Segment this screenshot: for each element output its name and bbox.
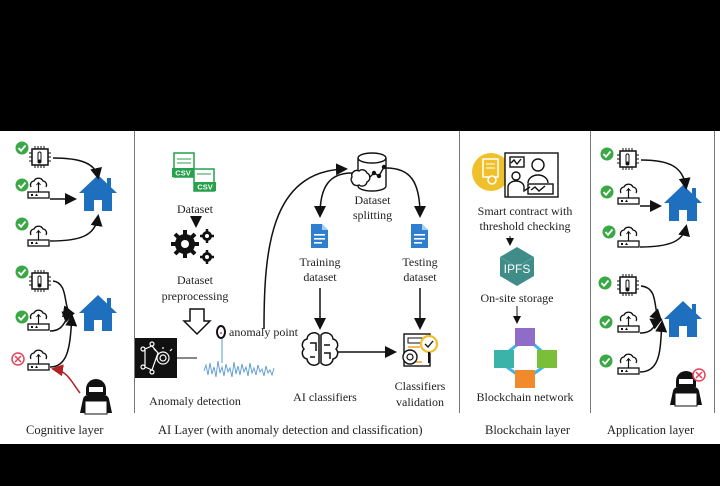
svg-text:IPFS: IPFS [504,262,531,276]
training-label-1: Training [299,255,341,269]
testing-label-1: Testing [402,255,438,269]
application-protected-group [597,273,706,407]
anomaly-detection-label: Anomaly detection [149,394,241,408]
sensor-chip-icon [616,273,640,297]
monitoring-operator-icon [504,152,559,198]
check-icon [599,184,615,200]
cloud-device-icon [617,226,640,248]
smart-contract-label-2: threshold checking [479,219,571,233]
preprocessing-label-2: preprocessing [161,289,229,303]
cross-icon [11,352,25,366]
cognitive-layer-label: Cognitive layer [26,423,104,437]
house-icon [79,175,117,211]
divider-blockchain-application [590,131,591,413]
on-site-storage-label: On-site storage [480,291,554,305]
svg-text:CSV: CSV [175,169,190,178]
down-arrow-icon [182,308,212,336]
csv-dataset-icon: CSV CSV [172,152,216,192]
smart-contract-icon [472,153,510,191]
splitting-label-2: splitting [352,208,393,222]
cloud-device-icon [27,309,50,331]
blockchain-network-label: Blockchain network [476,390,574,404]
training-label-2: dataset [303,270,337,284]
ai-layer-label: AI Layer (with anomaly detection and cla… [158,423,423,437]
ai-classifiers-label: AI classifiers [293,390,357,404]
cognitive-attack-group [11,264,117,415]
house-icon [664,185,702,221]
application-normal-group [599,146,702,248]
cognitive-normal-group [14,140,117,247]
anomaly-point-label: anomaly point [229,325,298,339]
cloud-device-icon [27,349,50,371]
check-icon [14,216,30,232]
sensor-chip-icon [28,269,52,293]
cross-icon [692,368,706,382]
cloud-device-icon [617,311,640,333]
cloud-device-icon [617,353,640,375]
divider-right [714,131,715,413]
splitting-label-1: Dataset [354,193,391,207]
anomaly-point-marker [216,325,226,339]
diagram-graphics: CSV CSV [11,140,706,415]
preprocessing-label-1: Dataset [177,273,213,287]
svg-text:CSV: CSV [197,183,212,192]
sensor-chip-icon [28,145,52,169]
house-icon [664,301,702,337]
check-icon [14,264,30,280]
application-layer-label: Application layer [607,423,695,437]
training-doc-icon [311,224,328,248]
check-icon [14,177,30,193]
check-icon [14,309,30,325]
diagram-canvas: CSV CSV [0,131,720,444]
check-icon [598,314,614,330]
validation-label-1: Classifiers [394,379,446,393]
hacker-icon [79,378,113,415]
dataset-label: Dataset [177,202,213,216]
smart-contract-label-1: Smart contract with [477,204,573,218]
anomaly-detection-icon [135,338,177,378]
testing-label-2: dataset [403,270,437,284]
validation-label-2: validation [396,395,444,409]
testing-doc-icon [411,224,428,248]
sensor-chip-icon [616,147,640,171]
divider-ai-blockchain [459,131,460,413]
ipfs-icon: IPFS [499,247,535,286]
cloud-device-icon [617,183,640,205]
divider-cognitive-ai [134,131,135,413]
check-icon [598,353,614,369]
house-icon [79,295,117,331]
anomaly-signal-chart [203,325,275,378]
check-icon [14,140,30,156]
blockchain-layer-label: Blockchain layer [485,423,571,437]
blockchain-network-icon [494,328,557,388]
check-icon [599,146,615,162]
check-icon [601,224,617,240]
check-icon [597,275,613,291]
cloud-device-icon [27,225,50,247]
cloud-device-icon [27,177,50,199]
ai-brain-icon [301,332,339,366]
dataset-splitting-icon [350,152,387,192]
gears-icon [171,229,214,264]
classifier-validation-icon [402,333,439,367]
